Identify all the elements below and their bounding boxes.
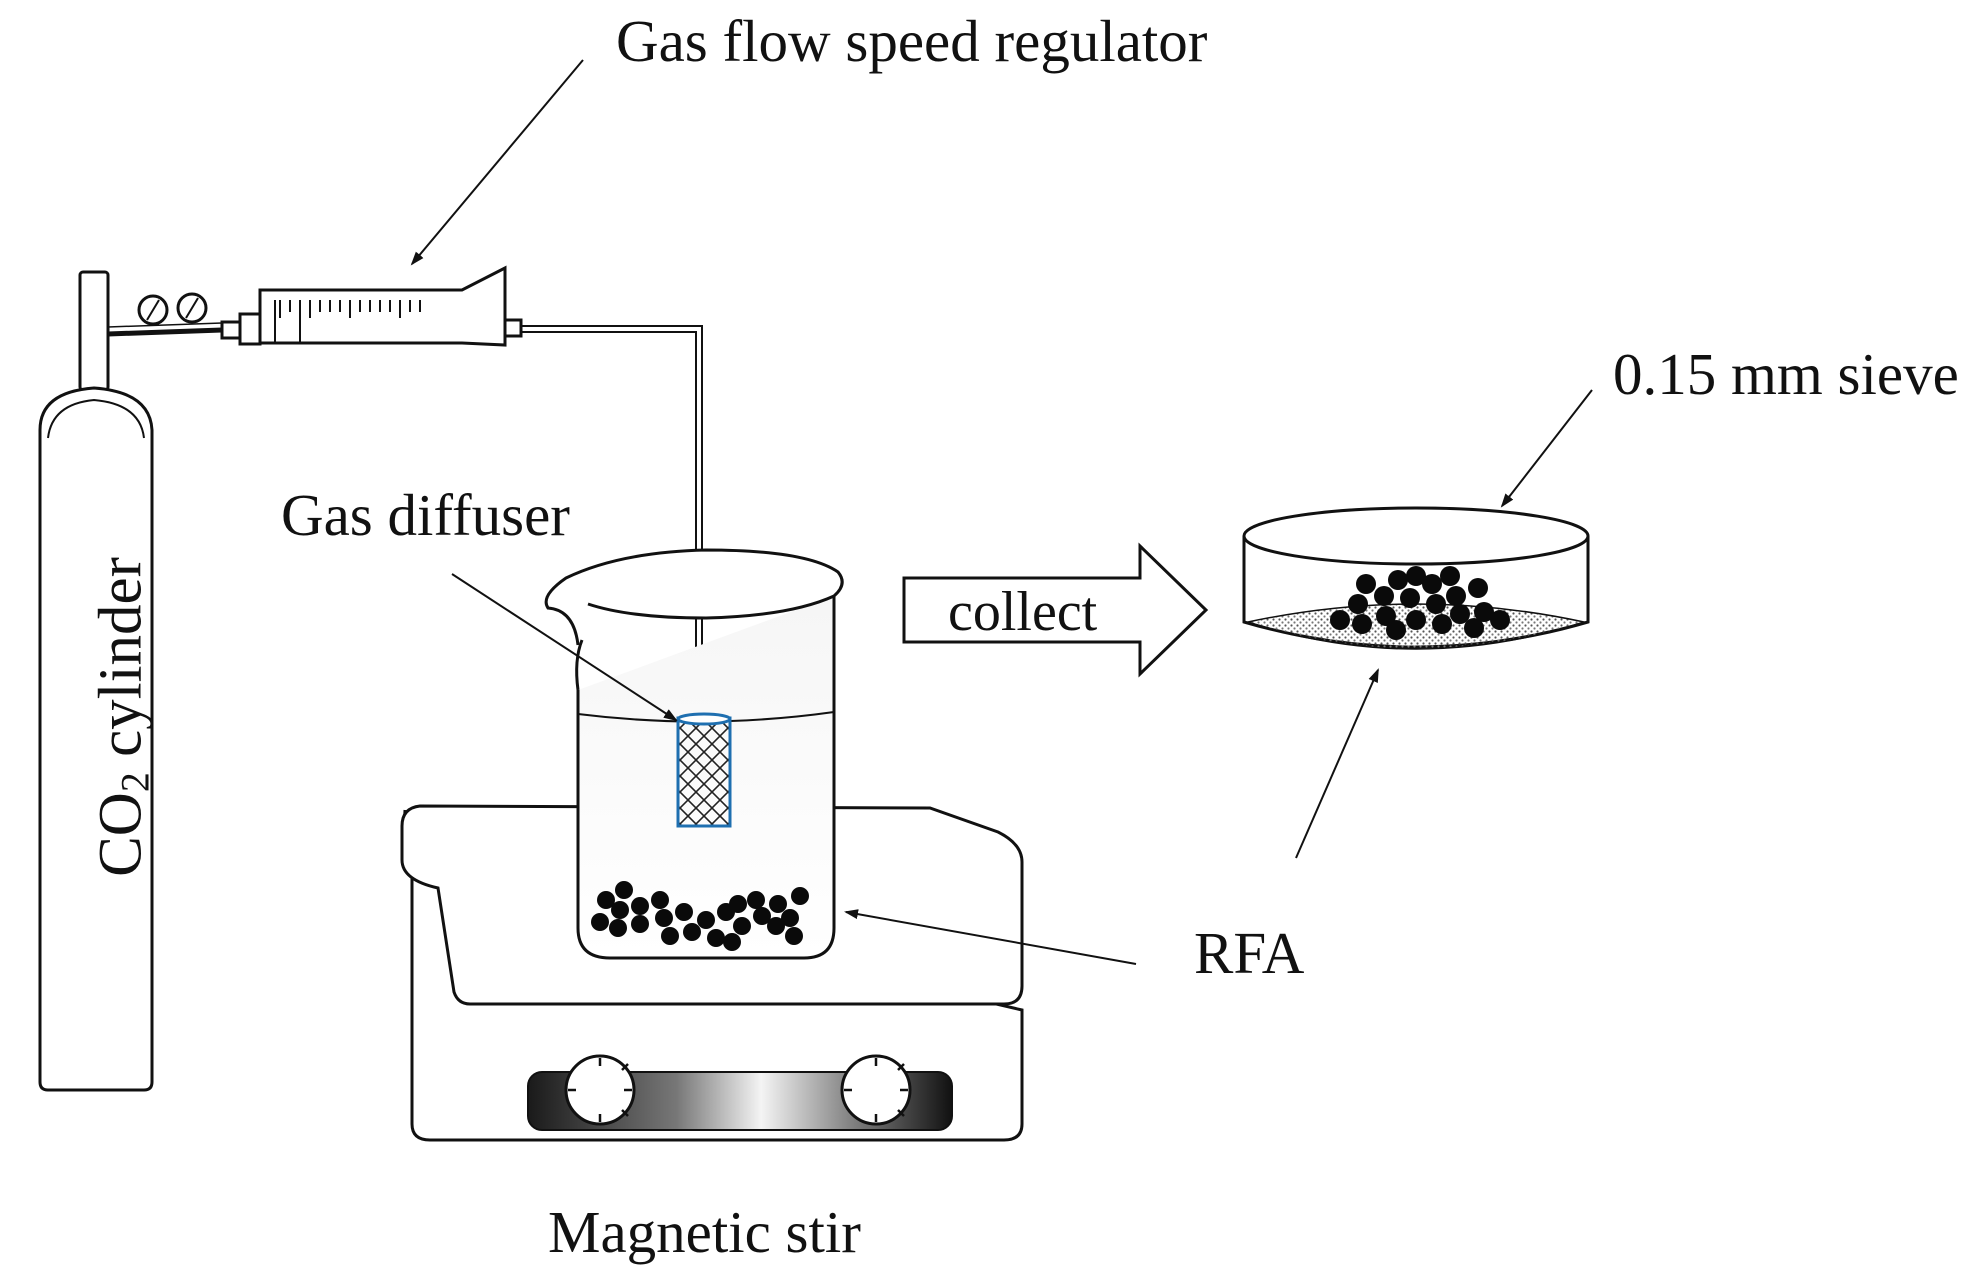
collect-label: collect [948, 581, 1098, 643]
co2-cylinder-icon [38, 270, 154, 1092]
cylinder-label-subscript: 2 [112, 772, 158, 793]
cylinder-label-suffix: cylinder [87, 557, 155, 773]
co2-cylinder-label: CO2 cylinder [87, 557, 158, 877]
magnetic-stir-label: Magnetic stir [548, 1199, 861, 1265]
flowmeter-icon [220, 265, 523, 347]
rfa-particles-beaker [591, 881, 809, 951]
leader-arrows [410, 59, 1593, 965]
gas-flow-regulator-label: Gas flow speed regulator [616, 8, 1208, 74]
cylinder-label-prefix: CO [87, 792, 155, 877]
sieve-label: 0.15 mm sieve [1613, 341, 1959, 407]
rfa-label: RFA [1194, 920, 1305, 986]
rfa-particles-sieve [1330, 566, 1510, 640]
cylinder-hose [107, 322, 223, 337]
pressure-gauge-icon [137, 292, 208, 326]
gas-diffuser-icon [676, 712, 732, 828]
collect-arrow-icon [902, 542, 1209, 678]
gas-diffuser-label: Gas diffuser [281, 482, 570, 548]
